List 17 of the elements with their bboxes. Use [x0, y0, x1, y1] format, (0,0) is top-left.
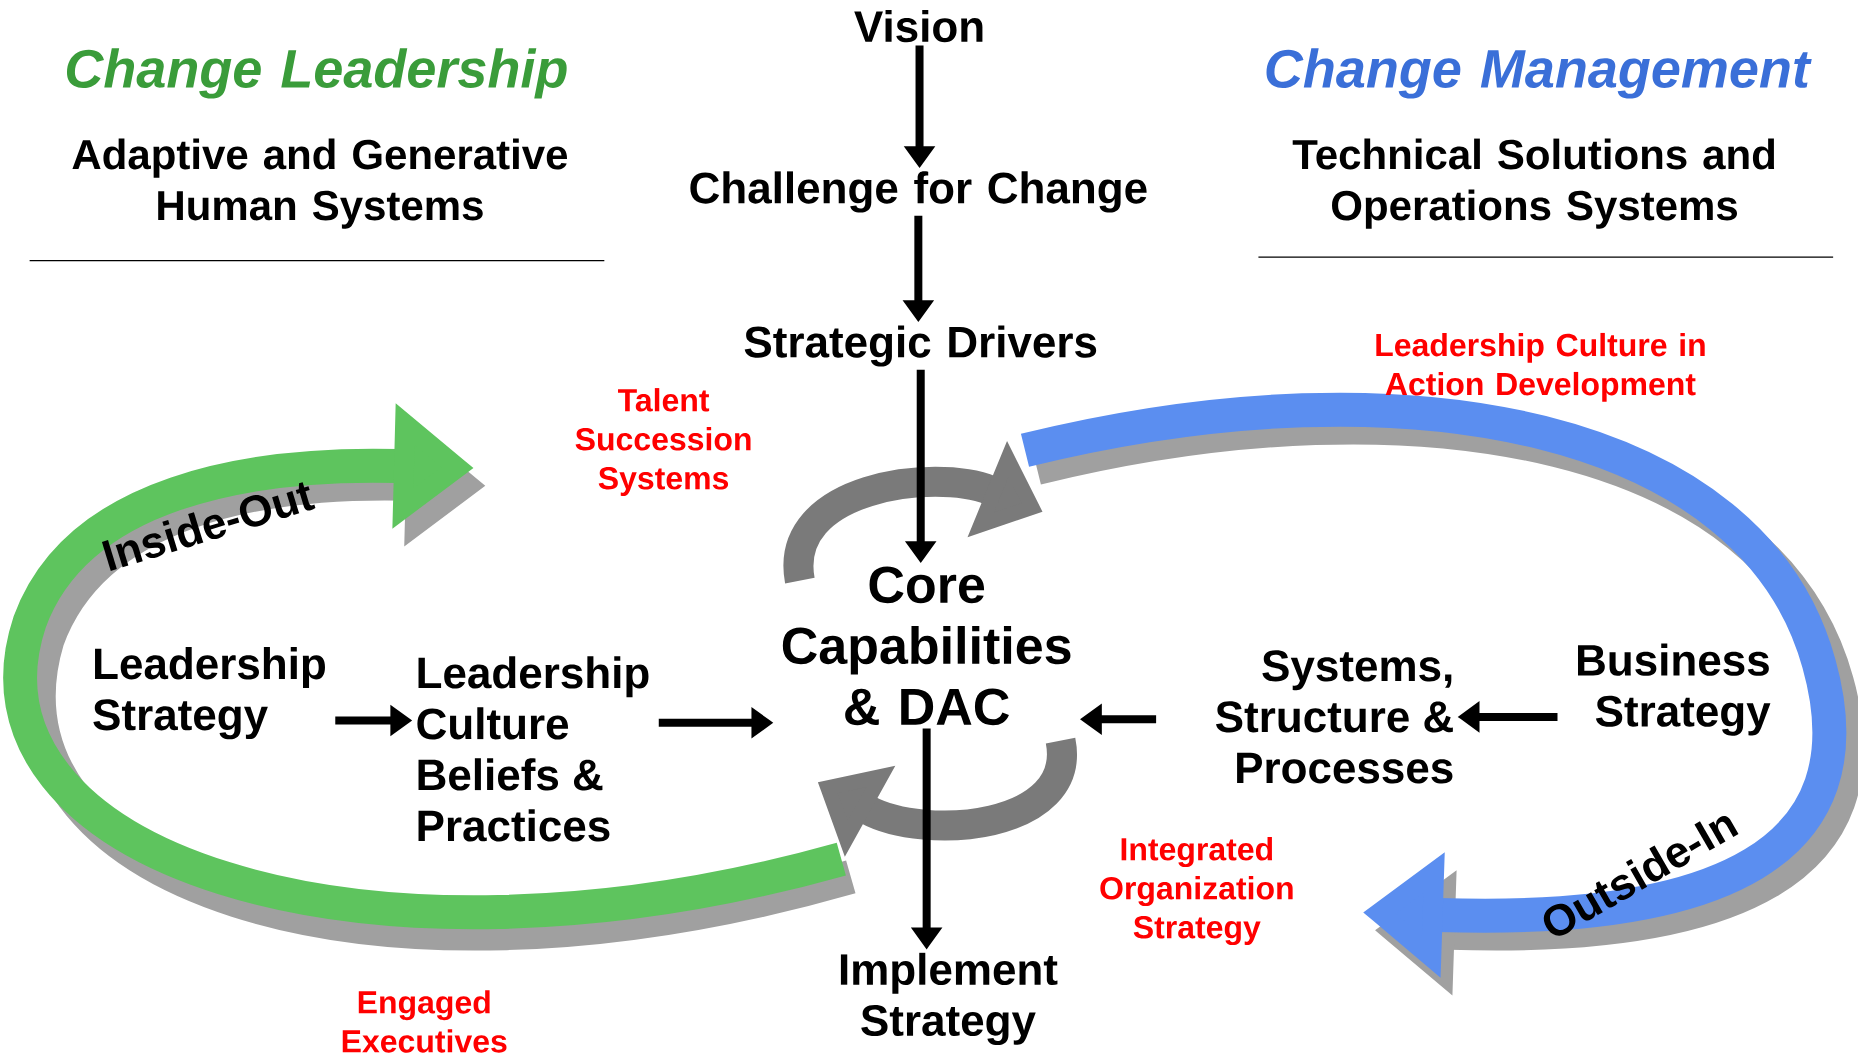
node-text: Leadership Culture Beliefs & Practices [417, 656, 649, 842]
label-text: Technical Solutions and Operations Systems [1292, 138, 1775, 229]
node-text: Core Capabilities & DAC [782, 566, 1071, 726]
label-text: Adaptive and Generative Human Systems [72, 138, 568, 229]
label-text: Change Leadership [67, 48, 567, 99]
label-text: Integrated Organization Strategy [1100, 837, 1293, 946]
node-text: Leadership Strategy [93, 647, 325, 740]
node-text: Implement Strategy [840, 952, 1058, 1046]
node-text: Business Strategy [1578, 643, 1771, 736]
label-text: Engaged Executives [342, 990, 507, 1053]
node-text: Vision [854, 10, 983, 43]
label-text: Leadership Culture in Action Development [1376, 333, 1705, 402]
label-text: Change Management [1266, 48, 1812, 99]
node-text: Challenge for Change [690, 171, 1147, 213]
label-text: Talent Succession Systems [575, 388, 751, 497]
node-text: Strategic Drivers [744, 325, 1097, 367]
node-text: Systems, Structure & Processes [1216, 650, 1453, 784]
